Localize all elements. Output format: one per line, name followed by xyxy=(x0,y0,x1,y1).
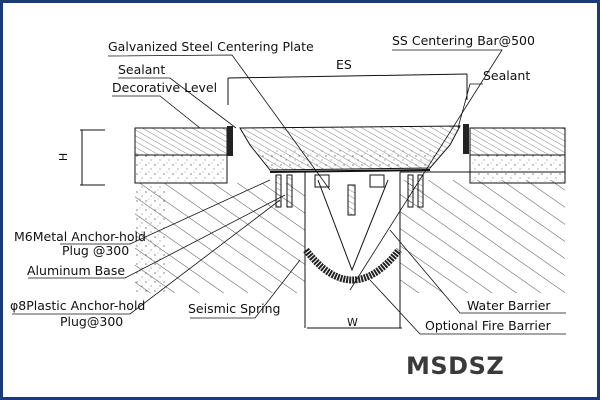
slab-left xyxy=(134,127,305,293)
brand-logo: MSDSZ xyxy=(406,352,505,380)
label-es: ES xyxy=(336,57,352,72)
dimension-lines xyxy=(80,73,468,329)
label-sealant-right: Sealant xyxy=(483,68,531,83)
label-seismic-spring: Seismic Spring xyxy=(188,301,281,316)
label-m6-anchor: M6Metal Anchor-hold xyxy=(14,229,146,244)
label-aluminum-base: Aluminum Base xyxy=(27,263,126,278)
label-w: W xyxy=(347,316,358,329)
label-sealant-left: Sealant xyxy=(118,62,166,77)
label-decorative-level: Decorative Level xyxy=(112,80,218,95)
label-h: H xyxy=(57,152,71,162)
label-plastic-anchor: φ8Plastic Anchor-hold xyxy=(10,298,146,313)
leader-lines xyxy=(12,49,566,335)
label-m6-anchor-spacing: Plug @300 xyxy=(62,243,130,258)
joint-gap xyxy=(303,172,402,328)
label-water-barrier: Water Barrier xyxy=(467,298,551,313)
label-centering-plate: Galvanized Steel Centering Plate xyxy=(108,39,314,54)
label-centering-bar: SS Centering Bar@500 xyxy=(392,33,535,48)
label-plastic-anchor-spacing: Plug@300 xyxy=(60,314,124,329)
label-fire-barrier: Optional Fire Barrier xyxy=(425,318,551,333)
cover-plate xyxy=(227,124,469,216)
